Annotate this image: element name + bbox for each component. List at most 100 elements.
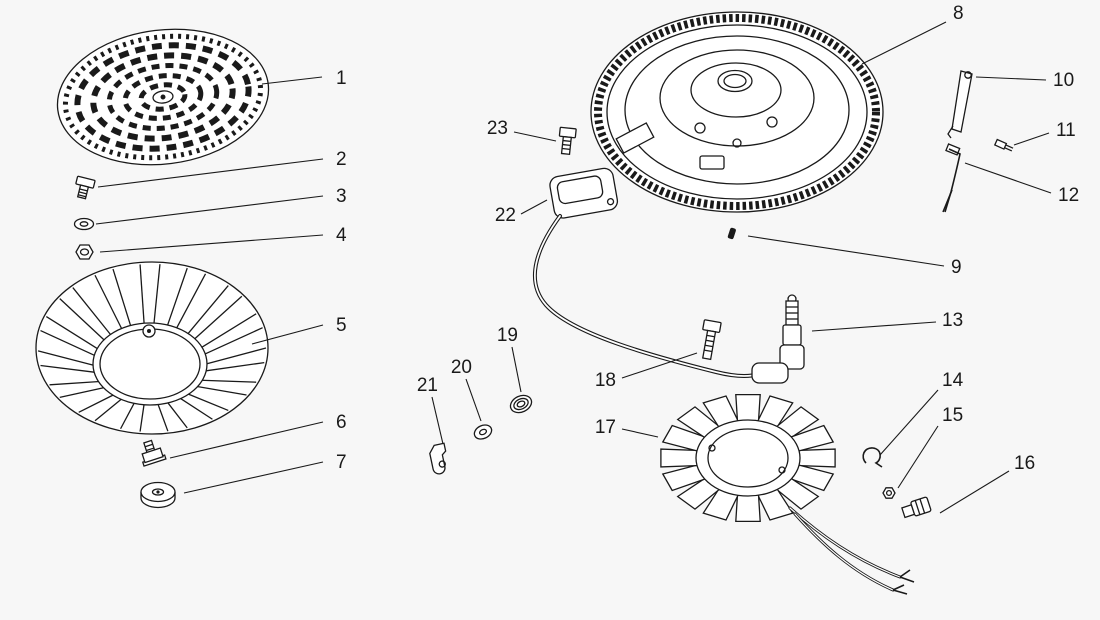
fan-blade — [175, 273, 207, 329]
stator-coil — [735, 492, 761, 523]
leader-line-5 — [251, 324, 324, 345]
fan-blade — [186, 285, 229, 335]
part-number-1: 1 — [336, 68, 347, 89]
module-bolt — [558, 126, 577, 156]
leader-line-22 — [520, 199, 548, 215]
fan-blade — [40, 364, 96, 373]
fan-blade — [37, 350, 95, 367]
part-number-8: 8 — [953, 3, 964, 24]
leader-line-18 — [621, 352, 698, 379]
small-screw — [993, 138, 1014, 152]
fan-blade — [179, 397, 213, 420]
part-number-17: 17 — [595, 417, 616, 438]
flat-washer — [73, 217, 95, 231]
leader-line-17 — [621, 428, 659, 438]
stator-coil — [796, 448, 836, 468]
fan-blades — [37, 264, 267, 432]
flywheel-key — [727, 227, 736, 240]
stator-lead-wire — [788, 506, 902, 579]
fan-blade — [40, 329, 96, 357]
leader-line-12 — [964, 162, 1052, 194]
leader-line-6 — [169, 421, 324, 459]
fan-blade — [139, 264, 145, 325]
part-number-19: 19 — [497, 325, 518, 346]
part-number-14: 14 — [942, 370, 964, 391]
fan-blade — [187, 393, 229, 412]
part-number-20: 20 — [451, 357, 472, 378]
leader-line-11 — [1013, 132, 1050, 146]
part-number-7: 7 — [336, 452, 347, 473]
part-number-23: 23 — [487, 118, 508, 139]
part-number-15: 15 — [942, 405, 963, 426]
fan-blade — [166, 401, 188, 429]
leader-line-16 — [939, 470, 1010, 514]
stator-coil — [660, 448, 700, 468]
fan-blade — [112, 268, 132, 327]
fan-blade — [157, 403, 169, 432]
part-number-10: 10 — [1053, 70, 1074, 91]
part-number-6: 6 — [336, 412, 347, 433]
part-number-12: 12 — [1058, 185, 1079, 206]
cooling-fan — [35, 261, 269, 435]
fan-blade — [200, 313, 257, 349]
leader-line-10 — [975, 76, 1047, 81]
leader-line-8 — [861, 21, 947, 65]
washer-19 — [509, 394, 533, 414]
fan-bolt — [141, 439, 167, 467]
hex-nut — [75, 244, 94, 260]
leader-line-9 — [747, 235, 945, 267]
fan-blade — [205, 361, 265, 372]
fan-blade — [201, 379, 257, 383]
leader-line-1 — [261, 76, 323, 85]
wire-terminal — [892, 584, 908, 595]
fan-blade — [45, 315, 99, 350]
fan-blade — [193, 295, 243, 340]
fan-blade — [49, 380, 100, 386]
leader-line-4 — [99, 234, 324, 253]
flywheel — [590, 11, 884, 213]
spacer-washer — [140, 481, 176, 509]
ignition-module — [532, 167, 762, 378]
fan-blade — [72, 287, 112, 336]
part-number-9: 9 — [951, 257, 962, 278]
fan-blade — [59, 386, 105, 399]
leader-line-7 — [183, 461, 324, 494]
wire-terminal — [899, 569, 915, 583]
fan-blade — [204, 327, 263, 355]
fan-blade — [120, 402, 136, 430]
leader-line-3 — [95, 195, 324, 225]
leader-line-19 — [511, 346, 522, 393]
fan-blade — [94, 274, 123, 330]
spark-plug-boot — [751, 294, 805, 384]
leader-line-20 — [465, 378, 482, 422]
leader-line-15 — [897, 425, 939, 489]
retainer-clip — [862, 447, 883, 468]
clip-bracket — [429, 442, 447, 475]
part-number-5: 5 — [336, 315, 347, 336]
screen-bolt — [75, 175, 96, 200]
fan-blade — [139, 403, 145, 432]
leader-line-21 — [431, 396, 444, 445]
part-number-13: 13 — [942, 310, 963, 331]
stator-coil — [735, 393, 761, 424]
stator-bolt — [702, 319, 722, 361]
stator — [660, 393, 915, 595]
part-number-21: 21 — [417, 375, 438, 396]
grass-screen — [56, 28, 270, 166]
brush-spring — [947, 70, 973, 139]
fan-blade — [78, 394, 115, 413]
fan-blade — [59, 298, 106, 341]
part-number-22: 22 — [495, 205, 516, 226]
leader-line-14 — [879, 389, 939, 456]
fan-blade — [153, 264, 161, 325]
part-number-11: 11 — [1056, 120, 1076, 141]
fan-blade — [166, 267, 188, 327]
leader-line-2 — [97, 158, 324, 188]
fan-blade — [196, 385, 247, 396]
fan-blade — [94, 398, 123, 422]
part-number-3: 3 — [336, 186, 347, 207]
small-hex-nut — [882, 487, 896, 499]
